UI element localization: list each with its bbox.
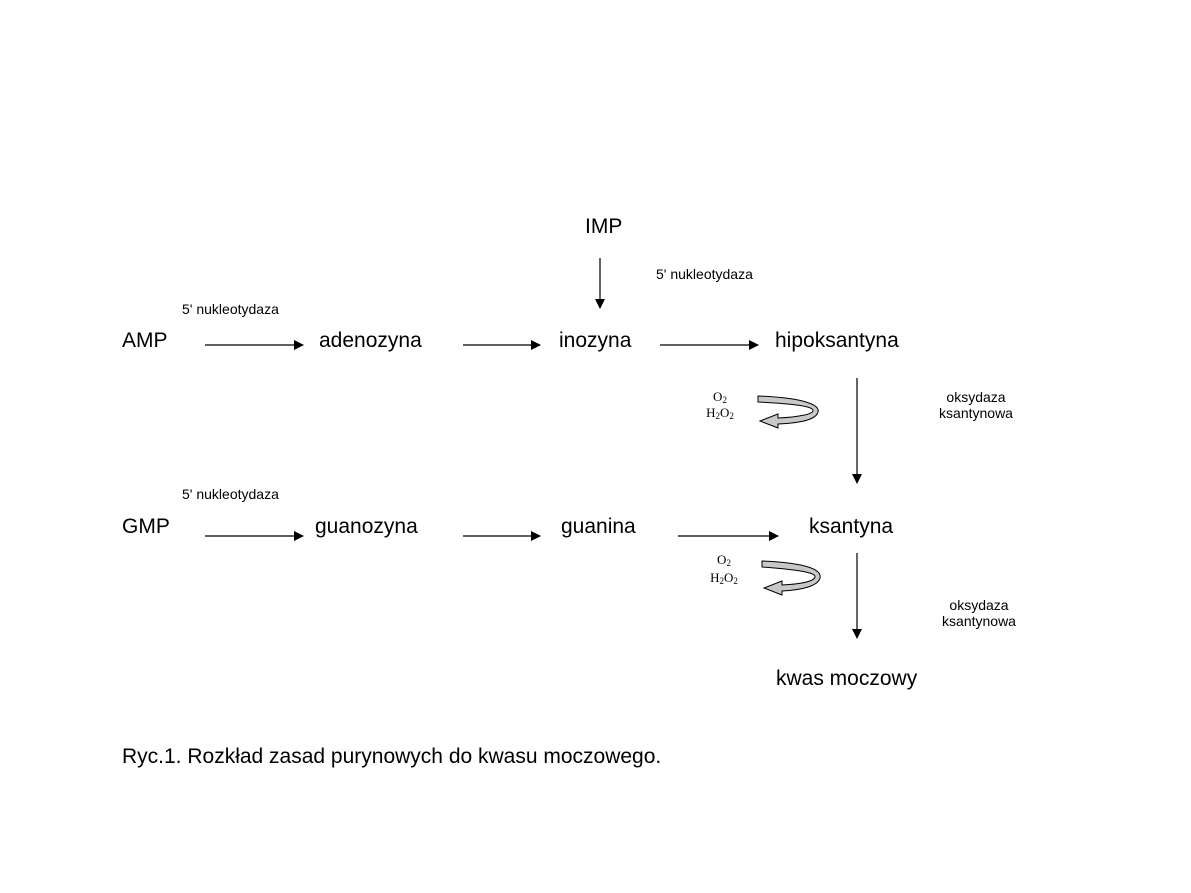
enzyme-label-oxidase-1-line2: ksantynowa [939,405,1013,421]
h2o2-h: H [706,405,716,420]
node-inozyna: inozyna [559,329,632,352]
enzyme-label-oxidase-2-line2: ksantynowa [942,613,1016,629]
enzyme-label-imp: 5' nukleotydaza [656,266,753,282]
o2-sub: 2 [726,558,731,568]
enzyme-label-gmp: 5' nukleotydaza [182,486,279,502]
figure-caption: Ryc.1. Rozkład zasad purynowych do kwasu… [122,745,662,768]
cofactor-curved-arrow-2 [761,560,821,596]
h2o2-h: H [710,570,720,585]
node-imp: IMP [585,215,623,238]
h2o2-sub1: 2 [715,411,721,421]
h2o2-o: O [720,405,730,420]
enzyme-label-oxidase-2: oksydaza ksantynowa [929,597,1029,629]
o2-base: O [713,389,723,404]
o2-base: O [717,552,727,567]
node-guanina: guanina [561,515,636,538]
enzyme-label-amp: 5' nukleotydaza [182,301,279,317]
node-hipoksantyna: hipoksantyna [775,329,899,352]
h2o2-sub1: 2 [719,576,725,586]
enzyme-label-oxidase-2-line1: oksydaza [949,597,1009,613]
enzyme-label-oxidase-1: oksydaza ksantynowa [926,389,1026,421]
cofactor-o2-2: O2 [707,552,741,571]
o2-sub: 2 [722,395,727,405]
cofactor-o2-1: O2 [703,389,737,408]
node-kwas-moczowy: kwas moczowy [776,667,918,690]
node-adenozyna: adenozyna [319,329,422,352]
node-gmp: GMP [122,515,170,538]
node-guanozyna: guanozyna [315,515,418,538]
h2o2-o: O [724,570,734,585]
h2o2-sub2: 2 [729,411,734,421]
enzyme-label-oxidase-1-line1: oksydaza [946,389,1006,405]
cofactor-curved-arrow-1 [757,395,819,429]
cofactor-h2o2-2: H2O2 [704,570,744,589]
h2o2-sub2: 2 [733,576,738,586]
node-ksantyna: ksantyna [809,515,894,538]
cofactor-h2o2-1: H2O2 [700,405,740,424]
node-amp: AMP [122,329,168,352]
